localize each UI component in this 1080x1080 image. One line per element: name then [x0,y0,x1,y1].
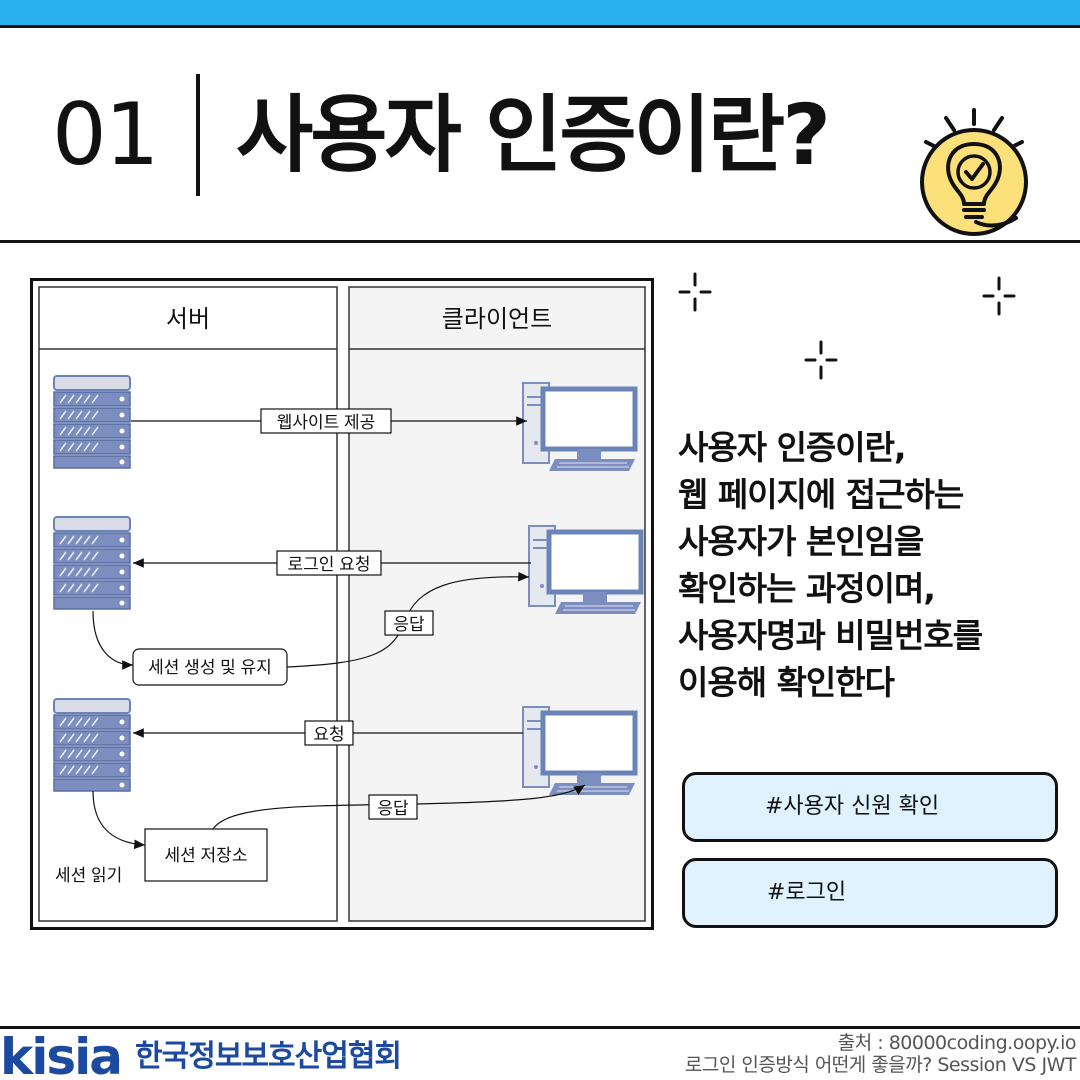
sparkle-icon [804,340,838,380]
arrow-label-provide-website: 웹사이트 제공 [277,413,376,432]
source-line: 로그인 인증방식 어떤게 좋을까? Session VS JWT [684,1054,1077,1076]
diagram-canvas: 서버 클라이언트 웹사이트 제공 로그인 요청 세션 생성 및 유지 응답 요청… [38,286,646,922]
server-column-label: 서버 [166,306,210,333]
logo-org-name: 한국정보보호산업협회 [135,1039,402,1074]
kisia-logo: kisia 한국정보보호산업협회 [0,1028,402,1080]
tag-user-identity[interactable]: #사용자 신원 확인 [682,772,1058,842]
server-rack-icon [53,698,131,792]
tag-login[interactable]: #로그인 [682,858,1058,928]
logo-word: kisia [0,1028,123,1080]
session-create-label: 세션 생성 및 유지 [148,658,272,677]
footer-divider [0,1026,1080,1029]
server-rack-icon [53,375,131,469]
session-store-box [144,828,268,882]
page-title: 사용자 인증이란? [236,86,831,184]
source-line: 출처 : 80000coding.oopy.io [837,1032,1077,1054]
arrow-label-response-1: 응답 [393,615,425,634]
arrow-label-login-request: 로그인 요청 [288,555,371,574]
arrow-label-response-2: 응답 [377,799,409,818]
session-store-label: 세션 저장소 [165,846,248,865]
description-text: 사용자 인증이란, 웹 페이지에 접근하는 사용자가 본인임을 확인하는 과정이… [678,424,1078,706]
description-line: 웹 페이지에 접근하는 [678,475,964,514]
description-line: 사용자 인증이란, [678,428,907,467]
session-auth-diagram: 서버 클라이언트 웹사이트 제공 로그인 요청 세션 생성 및 유지 응답 요청… [30,278,654,930]
title-divider [196,74,200,196]
source-credit: 출처 : 80000coding.oopy.io 로그인 인증방식 어떤게 좋을… [684,1032,1077,1076]
header-divider [0,240,1080,243]
lightbulb-check-icon [920,108,1028,236]
section-number: 01 [52,85,159,185]
top-accent-bar [0,0,1080,28]
arrow-label-request: 요청 [313,725,344,744]
sparkle-icon [982,276,1016,316]
client-column-label: 클라이언트 [442,306,552,333]
description-line: 확인하는 과정이며, [678,569,936,608]
server-rack-icon [53,516,131,610]
sparkle-icon [678,272,712,312]
description-line: 사용자가 본인임을 [678,522,924,561]
arrow-response-2 [212,784,586,830]
description-line: 이용해 확인한다 [678,663,895,702]
session-read-note: 세션 읽기 [55,866,122,885]
description-line: 사용자명과 비밀번호를 [678,616,983,655]
